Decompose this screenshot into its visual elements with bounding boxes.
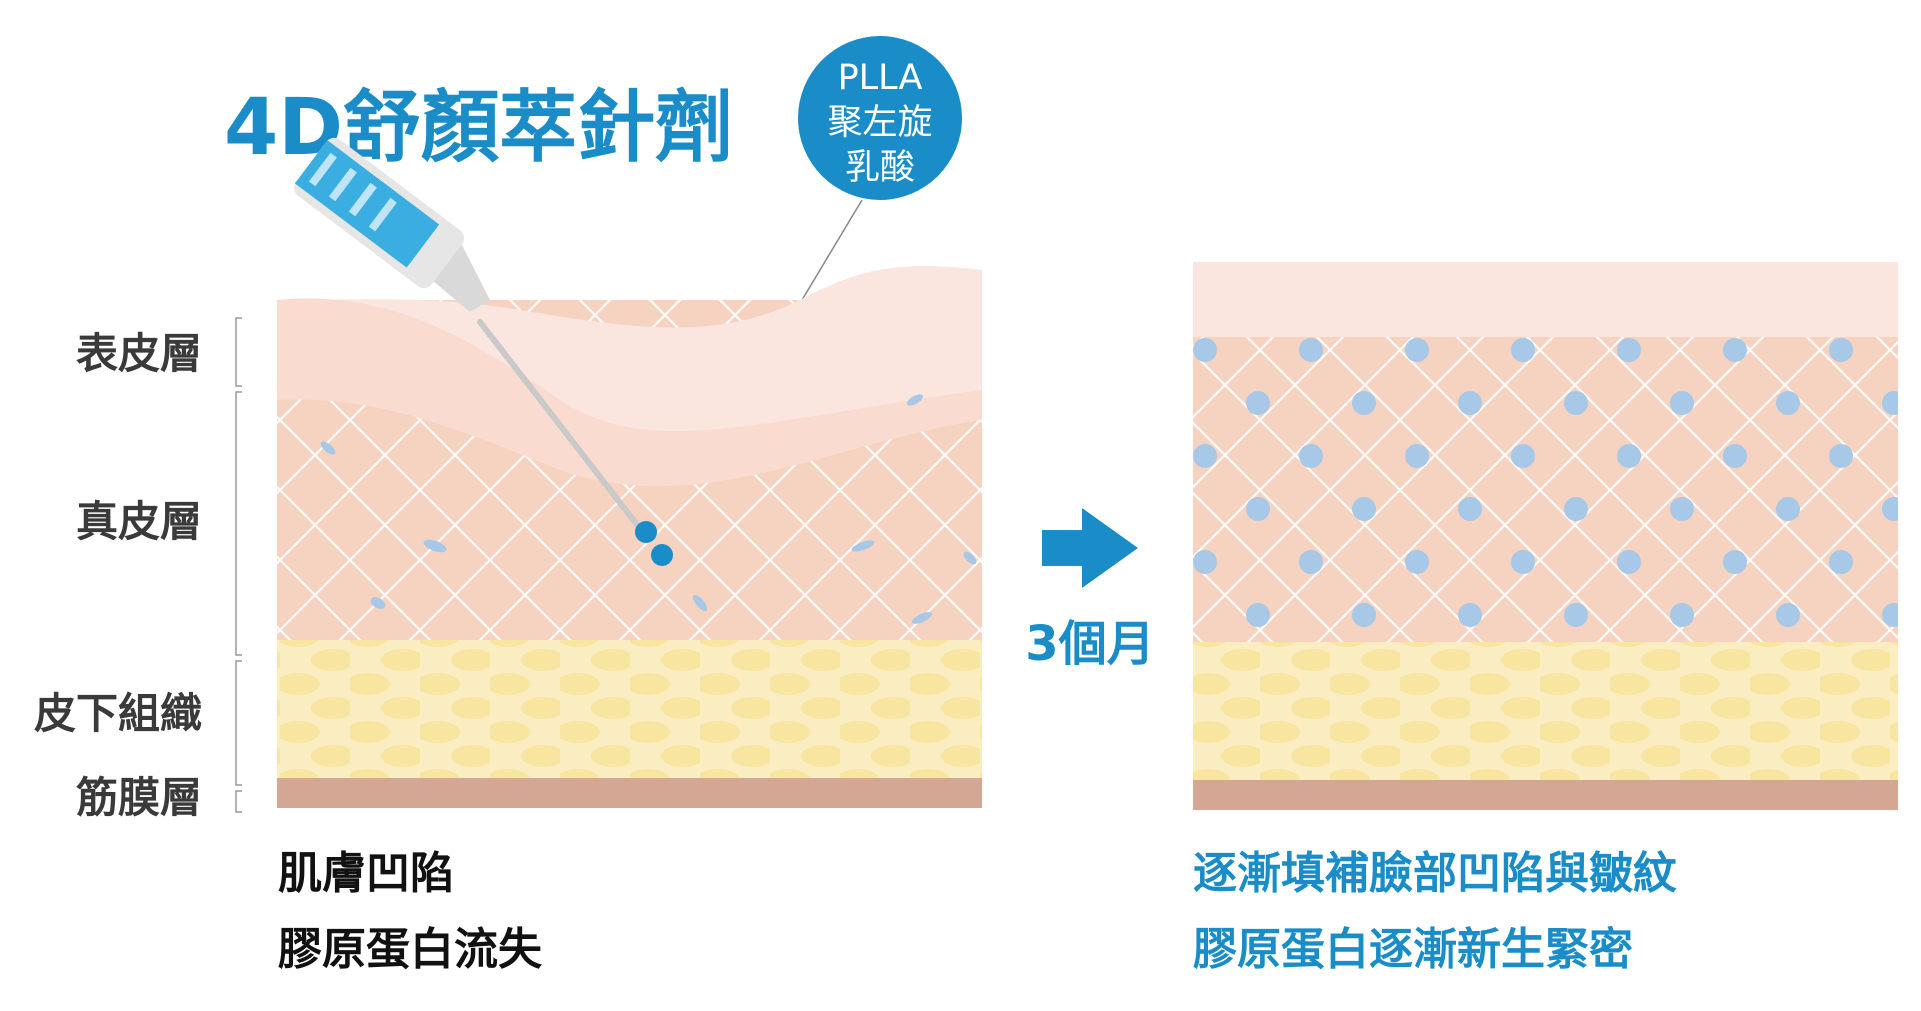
skin-before [277, 265, 982, 808]
collagen-dot [1193, 338, 1217, 362]
collagen-dot [1723, 338, 1747, 362]
collagen-dot [1829, 338, 1853, 362]
transition-label: 3個月 [1025, 616, 1154, 672]
collagen-dot [1776, 603, 1800, 627]
before-caption-line-1: 肌膚凹陷 [278, 848, 454, 899]
collagen-dot [1246, 603, 1270, 627]
collagen-dot [1511, 550, 1535, 574]
collagen-dot [1405, 444, 1429, 468]
collagen-dot [1246, 391, 1270, 415]
collagen-dot [1564, 391, 1588, 415]
fascia-layer-after [1193, 780, 1898, 810]
collagen-dot [1193, 550, 1217, 574]
collagen-dot [1405, 338, 1429, 362]
collagen-dot [1882, 497, 1898, 521]
collagen-dot [1352, 391, 1376, 415]
collagen-dot [1723, 444, 1747, 468]
arrow-right-icon [1042, 508, 1138, 588]
collagen-dot [1299, 550, 1323, 574]
badge-line-3: 乳酸 [845, 148, 915, 188]
badge-line-2: 聚左旋 [827, 103, 932, 143]
epidermis-layer-before [277, 265, 982, 432]
diagram-title: 4D舒顏萃針劑 [224, 83, 733, 173]
collagen-dot [1670, 603, 1694, 627]
collagen-dot [1352, 603, 1376, 627]
collagen-dot [1617, 550, 1641, 574]
collagen-dot [1458, 497, 1482, 521]
after-caption-line-1: 逐漸填補臉部凹陷與皺紋 [1193, 848, 1677, 899]
collagen-dot [1882, 603, 1898, 627]
collagen-dot [1564, 603, 1588, 627]
collagen-dot [1617, 444, 1641, 468]
collagen-dot [1564, 497, 1588, 521]
collagen-dot [1193, 444, 1217, 468]
skin-after [1193, 262, 1898, 810]
syringe-icon [294, 137, 673, 566]
badge-line-1: PLLA [838, 58, 923, 98]
collagen-dot [1458, 603, 1482, 627]
collagen-dot [1882, 391, 1898, 415]
epidermis-layer-after [1193, 262, 1898, 337]
collagen-dot [1670, 497, 1694, 521]
collagen-dot [1617, 338, 1641, 362]
collagen-dot [1776, 497, 1800, 521]
fascia-layer-before [277, 778, 982, 808]
label-subcutaneous: 皮下組織 [34, 689, 202, 738]
collagen-fragments-before [320, 394, 977, 624]
collagen-dot [1246, 497, 1270, 521]
collagen-dot [1299, 338, 1323, 362]
label-epidermis: 表皮層 [76, 329, 202, 378]
layer-brackets [235, 317, 242, 813]
collagen-dot [1723, 550, 1747, 574]
collagen-dot [1299, 444, 1323, 468]
before-caption-line-2: 膠原蛋白流失 [278, 924, 543, 975]
label-dermis: 真皮層 [76, 497, 202, 546]
plla-droplet [651, 544, 673, 566]
collagen-dot [1670, 391, 1694, 415]
collagen-dot [1511, 338, 1535, 362]
collagen-dots-after [1193, 338, 1898, 627]
collagen-dot [1829, 444, 1853, 468]
collagen-dot [1829, 550, 1853, 574]
badge-circle [798, 36, 962, 200]
label-fascia: 筋膜層 [76, 773, 202, 822]
collagen-dot [1511, 444, 1535, 468]
after-caption-line-2: 膠原蛋白逐漸新生緊密 [1193, 924, 1633, 975]
collagen-dot [1352, 497, 1376, 521]
collagen-dot [1405, 550, 1429, 574]
collagen-dot [1458, 391, 1482, 415]
plla-droplet [635, 521, 657, 543]
collagen-dot [1776, 391, 1800, 415]
plla-badge: PLLA 聚左旋 乳酸 [657, 36, 962, 541]
